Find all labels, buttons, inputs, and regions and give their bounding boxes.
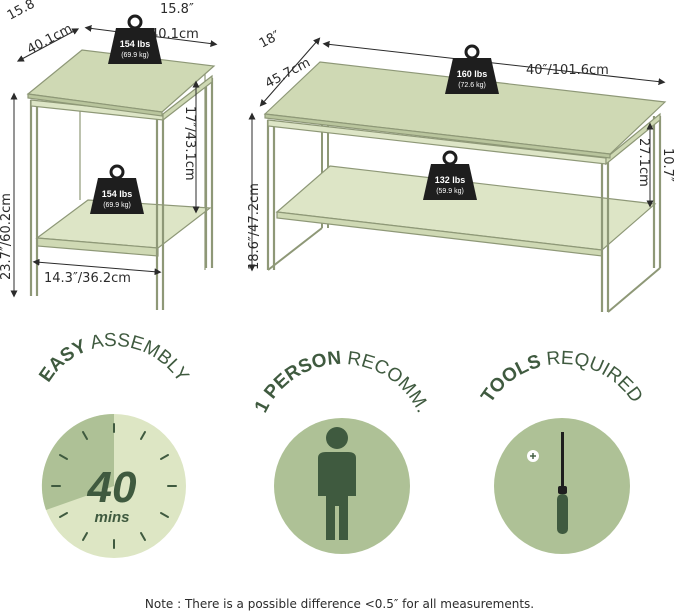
side-table	[26, 49, 216, 310]
side-width-cm: 40.1cm	[150, 27, 199, 42]
side-inner-width: 14.3″/36.2cm	[44, 271, 131, 286]
coffee-top-load-kg: (72.6 kg)	[458, 82, 486, 89]
coffee-depth-in: 18″	[257, 28, 283, 51]
assembly-unit: mins	[94, 509, 129, 526]
assembly-title: EASY ASSEMBLY	[35, 330, 192, 386]
screwdriver-icon	[527, 432, 568, 534]
weight-icon: 160 lbs (72.6 kg)	[445, 44, 499, 94]
coffee-shelf-load-lbs: 132 lbs	[435, 175, 466, 185]
assembly-badge: 40 mins EASY ASSEMBLY	[35, 330, 193, 558]
coffee-shelf-gap-in: 10.7″	[660, 148, 675, 182]
person-icon	[318, 427, 356, 540]
side-height: 23.7″/60.2cm	[0, 193, 14, 280]
coffee-top-load-lbs: 160 lbs	[457, 69, 488, 79]
side-depth-cm: 40.1cm	[25, 21, 75, 57]
coffee-height: 18.6″/47.2cm	[247, 183, 262, 270]
weight-icon: 132 lbs (59.9 kg)	[423, 150, 477, 200]
side-depth-in: 15.8″	[5, 0, 42, 24]
tools-badge: TOOLS REQUIRED	[477, 348, 647, 554]
assembly-minutes: 40	[87, 463, 137, 512]
side-top-load-kg: (69.9 kg)	[121, 52, 149, 59]
tools-title: TOOLS REQUIRED	[477, 348, 646, 407]
side-shelf-load-lbs: 154 lbs	[102, 189, 133, 199]
coffee-shelf-load-kg: (59.9 kg)	[436, 188, 464, 195]
side-table-dimensions: 15.8″ 40.1cm 15.8″ 40.1cm 23.7″/60.2cm 1…	[0, 0, 218, 298]
side-width-in: 15.8″	[160, 2, 194, 17]
side-top-load-lbs: 154 lbs	[120, 39, 151, 49]
weight-icon: 154 lbs (69.9 kg)	[108, 14, 162, 64]
coffee-shelf-gap-cm: 27.1cm	[636, 138, 651, 187]
person-badge: 1 PERSON RECOMM.	[251, 348, 433, 554]
side-shelf-load-kg: (69.9 kg)	[103, 202, 131, 209]
coffee-length: 40″/101.6cm	[526, 63, 609, 78]
measurement-note: Note : There is a possible difference <0…	[144, 597, 535, 611]
clock-icon	[51, 423, 177, 549]
person-title: 1 PERSON RECOMM.	[251, 348, 433, 416]
side-shelf-gap: 17″/43.1cm	[182, 106, 197, 181]
weight-icon: 154 lbs (69.9 kg)	[90, 164, 144, 214]
